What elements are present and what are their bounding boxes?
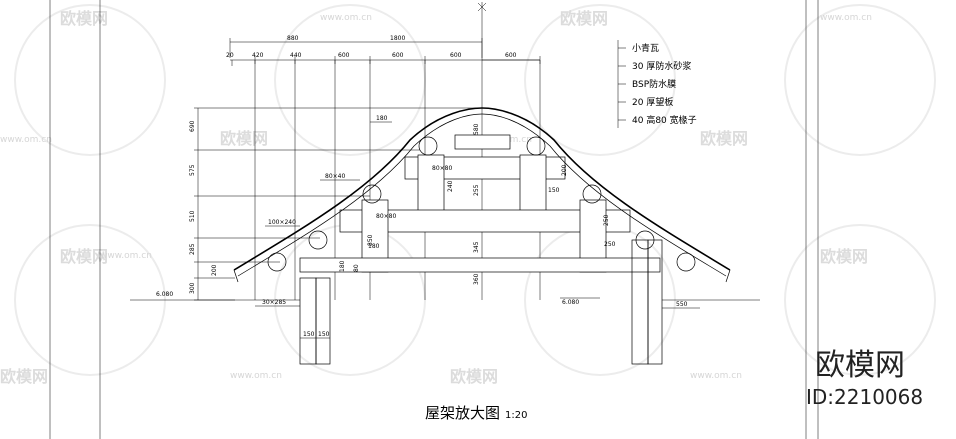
label-inner-c: 200 — [561, 164, 568, 176]
label-beam-c: 80×80 — [376, 213, 396, 220]
dim-lower: 420 — [252, 52, 264, 59]
purlin — [308, 230, 328, 250]
label-rafter-b: 30×285 — [262, 299, 286, 306]
roof-inner-curve — [237, 113, 727, 277]
beam-tier-2 — [339, 209, 631, 233]
label-beam-b: 80×80 — [432, 165, 452, 172]
watermark-text: 欧模网 — [700, 129, 748, 148]
watermark-url: www.om.cn — [690, 371, 742, 381]
dim-center: 345 — [473, 241, 480, 253]
dim-center: 580 — [473, 123, 480, 135]
label-post-c: 180 — [339, 260, 346, 272]
label-angle: 180 — [376, 115, 388, 122]
eave-right — [725, 269, 731, 283]
sheet-frame — [49, 0, 819, 439]
label-inner-e: 250 — [604, 241, 616, 248]
elevation-marks: 6.080 6.080 150 150 550 — [156, 291, 700, 339]
watermark-circle — [14, 4, 166, 156]
watermark-text: 欧模网 — [220, 129, 268, 148]
watermark-url: www.om.cn — [320, 13, 372, 23]
purlin — [582, 184, 602, 204]
column-left-outer — [299, 277, 317, 365]
dim-lower: 600 — [392, 52, 404, 59]
dim-col-left-b: 150 — [318, 331, 330, 338]
dim-left: 510 — [189, 210, 196, 222]
title-text: 屋架放大图 — [425, 404, 500, 422]
beam-tier-3 — [299, 257, 661, 273]
dim-lower: 20 — [226, 52, 234, 59]
dim-upper: 880 — [287, 35, 299, 42]
label-inner-a: 240 — [447, 180, 454, 192]
purlin — [267, 252, 287, 272]
label-post-a: 180 — [368, 243, 380, 250]
columns — [130, 239, 760, 365]
dim-right-eave: 550 — [676, 301, 688, 308]
purlin — [676, 252, 696, 272]
title-scale: 1:20 — [505, 410, 527, 421]
watermark-circle — [524, 4, 676, 156]
dim-left: 300 — [189, 282, 196, 294]
watermark-url: www.om.cn — [100, 251, 152, 261]
watermark-circle — [784, 224, 936, 376]
dim-lower: 600 — [338, 52, 350, 59]
watermark-text: 欧模网 — [60, 9, 108, 28]
dim-upper: 600 — [450, 52, 462, 59]
roof-profile — [233, 107, 731, 283]
dim-upper: 600 — [505, 52, 517, 59]
dim-overall: 1800 — [390, 35, 405, 42]
elevation-left: 6.080 — [156, 291, 173, 298]
eave-left — [233, 269, 239, 283]
brand-name: 欧模网 — [815, 348, 905, 383]
label-beam-a: 80×40 — [325, 173, 345, 180]
dim-left: 575 — [189, 164, 196, 176]
elevation-right: 6.080 — [562, 299, 579, 306]
label-inner-d: 250 — [603, 214, 610, 226]
label-inner-b: 150 — [548, 187, 560, 194]
dim-center: 360 — [473, 273, 480, 285]
watermark-text: 欧模网 — [60, 247, 108, 266]
axis-mark — [477, 2, 487, 12]
legend-item: 20 厚望板 — [632, 96, 673, 108]
ridge-purlin — [454, 134, 511, 150]
brand-id: ID:2210068 — [806, 385, 923, 409]
watermark-circle — [274, 4, 426, 156]
left-dimensions: 690 575 510 285 200 300 — [189, 107, 482, 301]
label-post-d: 80 — [353, 264, 360, 272]
dim-lower: 440 — [290, 52, 302, 59]
timber-members — [299, 134, 661, 273]
label-rafter-a: 100×240 — [268, 219, 296, 226]
layer-legend: 小青瓦 30 厚防水砂浆 BSP防水膜 20 厚望板 40 高80 宽椽子 — [617, 40, 697, 128]
purlin — [526, 136, 546, 156]
dim-left: 690 — [189, 120, 196, 132]
strut-right-1 — [519, 154, 547, 220]
purlin — [362, 184, 382, 204]
brand-block: 欧模网 ID:2210068 — [806, 348, 923, 409]
column-right-inner — [647, 239, 663, 365]
purlin — [418, 136, 438, 156]
watermark-url: www.om.cn — [0, 135, 52, 145]
watermark-circle — [784, 4, 936, 156]
legend-item: BSP防水膜 — [632, 78, 676, 90]
watermark-text: 欧模网 — [820, 247, 868, 266]
watermark-text: 欧模网 — [450, 367, 498, 386]
watermark-url: www.om.cn — [230, 371, 282, 381]
dim-center: 255 — [473, 184, 480, 196]
column-left-inner — [315, 277, 331, 365]
watermark-url: www.om.cn — [820, 13, 872, 23]
drawing-title: 屋架放大图 1:20 — [425, 404, 527, 422]
dim-left: 200 — [211, 264, 218, 276]
dim-col-left-a: 150 — [303, 331, 315, 338]
legend-item: 40 高80 宽椽子 — [632, 114, 697, 126]
roof-outer-curve — [233, 107, 731, 271]
strut-left-1 — [417, 154, 445, 220]
watermark-layer: 欧模网 www.om.cn 欧模网 www.om.cn www.om.cn 欧模… — [0, 4, 936, 386]
dim-left: 285 — [189, 243, 196, 255]
watermark-text: 欧模网 — [560, 9, 608, 28]
legend-item: 30 厚防水砂浆 — [632, 60, 691, 72]
label-post-b: 850 — [367, 234, 374, 246]
legend-item: 小青瓦 — [632, 42, 659, 54]
member-labels: 180 80×40 80×80 80×80 100×240 30×285 180… — [255, 115, 616, 307]
watermark-text: 欧模网 — [0, 367, 48, 386]
